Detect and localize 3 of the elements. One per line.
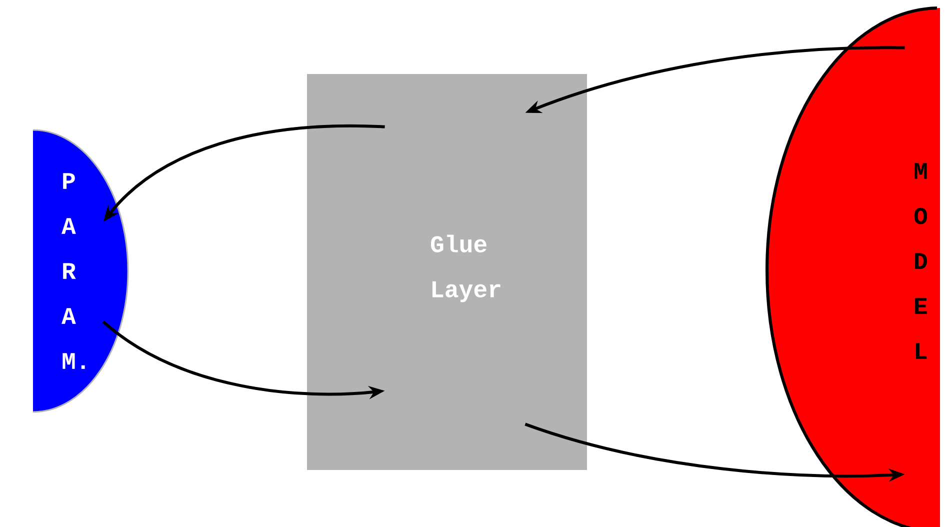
glue-box: Glue Layer (307, 74, 587, 470)
half-disc-node: P A R A M. (33, 129, 129, 413)
half-ellipse-node: M O D E L (766, 6, 940, 527)
